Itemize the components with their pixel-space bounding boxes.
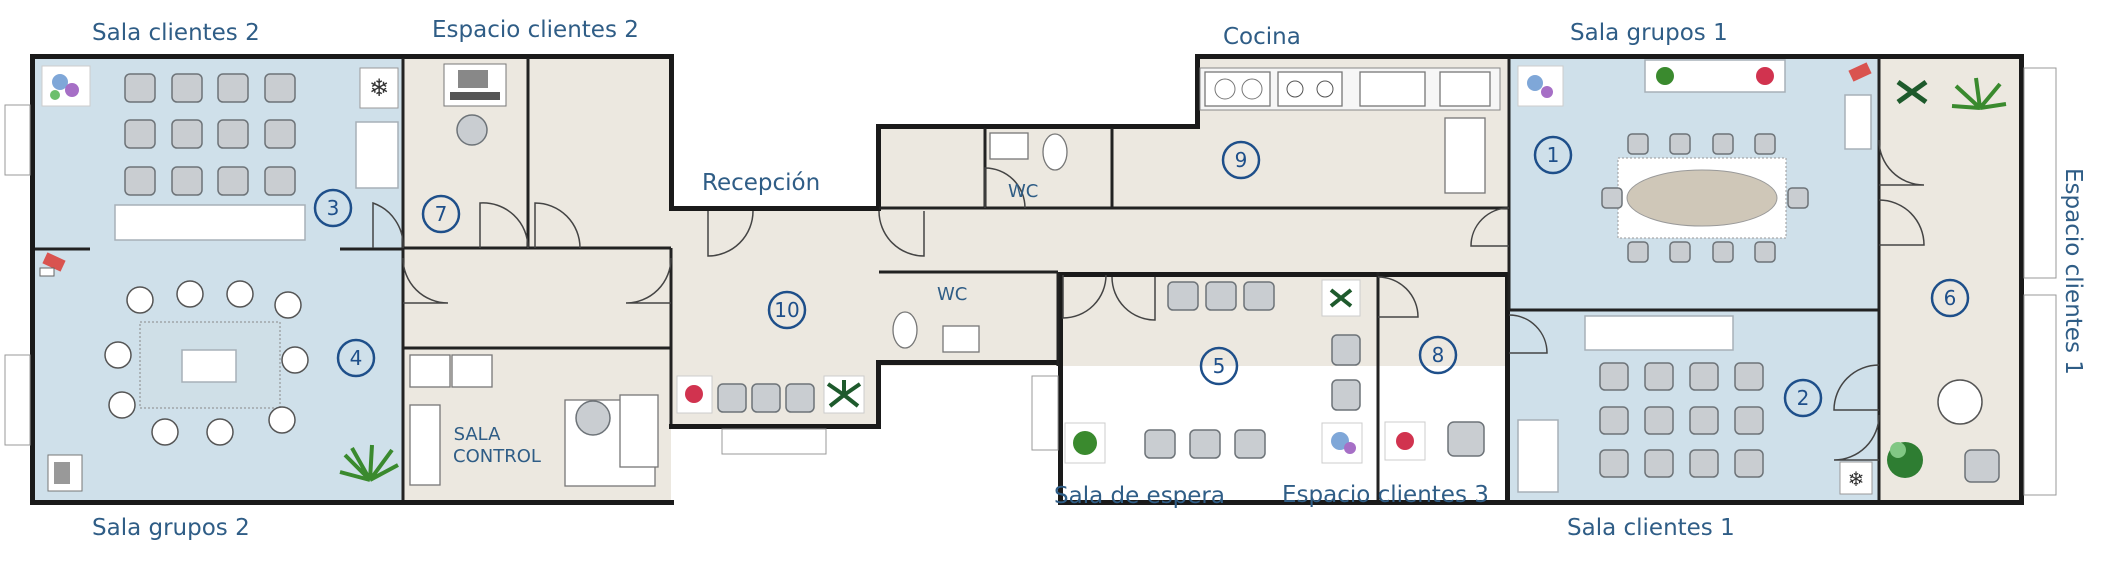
sala-de-espera-furniture [1064,279,1363,464]
plant-icon [339,444,399,482]
room-number-2: 2 [1797,386,1810,410]
toilet-icon [1042,133,1068,171]
plant-icon [1887,442,1923,478]
label-cocina: Cocina [1223,24,1301,50]
computer-icon [443,63,507,107]
room-number-3: 3 [327,196,340,220]
plant-icon [1951,77,2007,110]
label-sala-control-line1: SALA [454,424,502,445]
flower-icon [1384,421,1426,461]
plant-icon [1896,79,1928,105]
room-number-8: 8 [1432,343,1445,367]
plant-icon [823,375,865,414]
espacio-clientes-2-furniture [409,63,659,487]
label-sala-clientes-1: Sala clientes 1 [1567,515,1735,541]
svg-text:❄: ❄ [369,74,389,102]
label-sala-grupos-1: Sala grupos 1 [1570,20,1728,46]
label-espacio-clientes-1: Espacio clientes 1 [2060,168,2086,375]
doors [372,139,1925,461]
room-number-7: 7 [435,202,448,226]
sala-clientes-1-furniture: ❄ [1517,315,1873,495]
espacio-clientes-3-furniture [1384,421,1485,461]
recepcion-furniture [676,375,865,414]
camera-icon [1848,62,1872,82]
room-number-5: 5 [1213,354,1226,378]
cocina-furniture [1199,67,1501,194]
sink-icon [942,325,980,353]
computer-icon [47,454,83,492]
plant-icon [1064,422,1106,464]
espacio-clientes-1-furniture [1887,77,2007,483]
wc-fixtures [892,132,1068,353]
sala-clientes-2-furniture: ❄ [41,65,399,241]
snowflake-icon: ❄ [359,67,399,109]
room-number-1: 1 [1547,143,1560,167]
outer-walls [30,54,2024,505]
plant-icon [1321,279,1361,317]
label-espacio-clientes-2: Espacio clientes 2 [432,17,639,43]
room-number-4: 4 [350,346,363,370]
flower-icon [1321,422,1363,464]
room-number-9: 9 [1235,148,1248,172]
room-number-6: 6 [1944,286,1957,310]
label-sala-control-line2: CONTROL [453,446,541,467]
label-wc-bottom: WC [937,284,967,305]
label-espacio-clientes-3: Espacio clientes 3 [1282,482,1489,508]
window-frames [4,67,2057,496]
toilet-icon [892,311,918,349]
flower-icon [1517,65,1564,107]
camera-icon [39,252,66,277]
stove-icon [1277,71,1343,107]
interior-walls [35,58,1881,500]
label-sala-clientes-2: Sala clientes 2 [92,20,260,46]
chair-grid [124,73,296,196]
snowflake-icon: ❄ [1839,461,1873,495]
sala-grupos-2-furniture [39,252,399,492]
sala-grupos-1-furniture [1517,59,1872,263]
sink-icon [1204,71,1271,107]
label-recepcion: Recepción [702,170,820,196]
label-wc-top: WC [1008,181,1038,202]
flower-icon [676,375,713,414]
flower-icon [41,65,91,107]
room-numbers [313,135,1970,418]
room-number-10: 10 [774,298,799,322]
label-sala-grupos-2: Sala grupos 2 [92,515,250,541]
label-sala-de-espera: Sala de espera [1054,483,1225,509]
svg-text:❄: ❄ [1848,467,1865,491]
